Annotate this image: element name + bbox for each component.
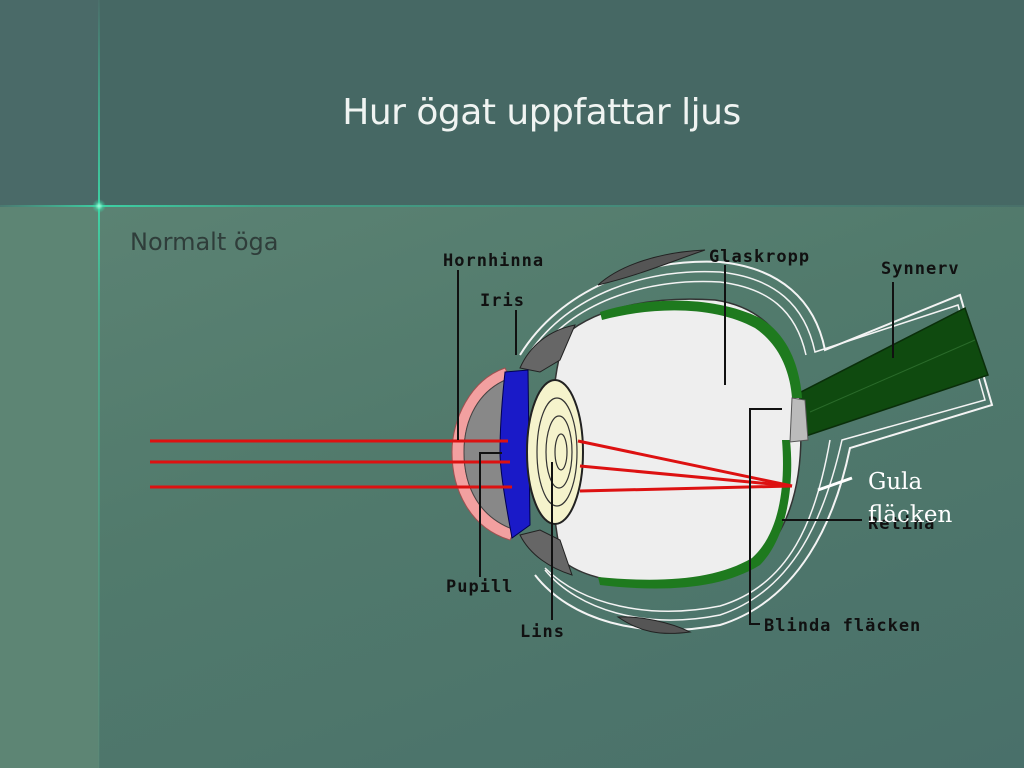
macula-pointer-line bbox=[817, 476, 853, 492]
upper-eyelid-shape bbox=[597, 249, 706, 286]
label-blinda-flacken: Blinda fläcken bbox=[764, 616, 921, 636]
label-iris: Iris bbox=[480, 291, 525, 311]
lower-eyelid-shape bbox=[616, 616, 692, 634]
sparkle-icon bbox=[92, 199, 106, 213]
ciliary-body-lower-shape bbox=[519, 529, 573, 576]
iris-shape bbox=[499, 369, 531, 539]
label-retina: Retina bbox=[868, 514, 935, 534]
horizontal-accent-line bbox=[0, 205, 1024, 207]
slide-subtitle: Normalt öga bbox=[130, 228, 279, 256]
lens-rings bbox=[536, 397, 578, 507]
blind-spot-shape bbox=[789, 397, 809, 443]
light-rays bbox=[150, 439, 793, 493]
label-synnerv: Synnerv bbox=[881, 259, 960, 279]
optic-nerve-inner-line bbox=[809, 339, 976, 413]
ciliary-body-shape bbox=[519, 324, 576, 373]
slide-title: Hur ögat uppfattar ljus bbox=[342, 92, 741, 133]
label-hornhinna: Hornhinna bbox=[443, 251, 544, 271]
slide-header bbox=[99, 0, 1024, 207]
label-pupill: Pupill bbox=[446, 577, 513, 597]
label-glaskropp: Glaskropp bbox=[709, 247, 810, 267]
leader-lines bbox=[457, 265, 894, 625]
label-gula-flacken-line2: fläcken bbox=[868, 502, 952, 528]
label-lins: Lins bbox=[520, 622, 565, 642]
retina-band-shape bbox=[600, 300, 802, 398]
label-gula-flacken-line1: Gula bbox=[868, 469, 923, 495]
left-accent-strip bbox=[0, 207, 99, 768]
vertical-accent-line bbox=[98, 0, 100, 768]
